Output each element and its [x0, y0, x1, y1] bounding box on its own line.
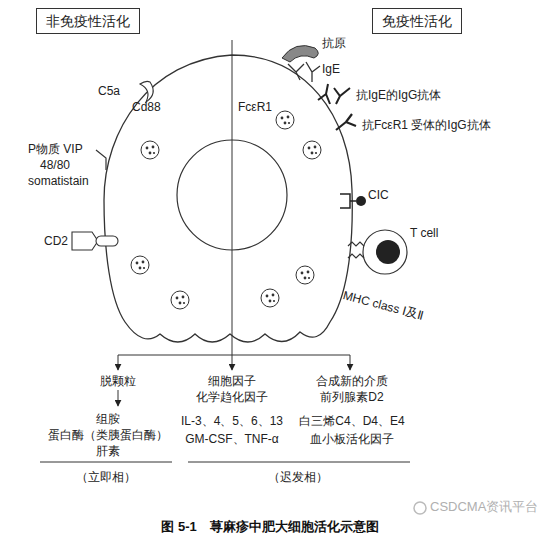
ige-receptor — [288, 62, 320, 82]
receptor-label: CD2 — [44, 234, 68, 248]
cd2-receptor — [96, 236, 118, 246]
mediator-label: 白三烯C4、D4、E4 — [299, 414, 404, 428]
stimulus-label: P物质 VIP — [28, 142, 83, 156]
category-box: 免疫性活化 — [372, 8, 462, 34]
cell-label: T cell — [410, 226, 438, 240]
t-cell — [363, 230, 407, 274]
mediator-label: GM-CSF、TNF-α — [185, 432, 279, 446]
output-arrow — [350, 355, 351, 370]
anti-fcer1-igg — [336, 114, 356, 130]
category-label: 非免疫性活化 — [46, 12, 130, 30]
process-label: 合成新的介质 — [316, 374, 388, 388]
stimulus-label: 48/80 — [40, 158, 70, 172]
category-box: 非免疫性活化 — [36, 8, 140, 34]
anti-ige-igg — [318, 84, 350, 104]
cic-complex — [356, 196, 366, 206]
degranulation-arrow — [118, 390, 119, 406]
watermark-icon — [414, 502, 426, 514]
figure-caption: 图 5-1 荨麻疹中肥大细胞活化示意图 — [161, 518, 378, 536]
receptor-label: MHC class Ⅰ及Ⅱ — [341, 288, 425, 323]
cic-symbol — [340, 194, 356, 208]
t-cell-nucleus — [376, 240, 400, 264]
process-label: 细胞因子 — [208, 374, 256, 388]
antibody-label: 抗FcεR1 受体的IgG抗体 — [362, 118, 491, 132]
mediator-label: IL-3、4、5、6、13 — [181, 414, 283, 428]
category-label: 免疫性活化 — [382, 12, 452, 30]
receptor-label: Cd88 — [132, 100, 161, 114]
phase-rule — [188, 462, 410, 463]
phase-label: （迟发相） — [268, 470, 328, 484]
mhc-contact — [348, 242, 364, 258]
granules — [131, 111, 321, 309]
antibody-label: 抗IgE的IgG抗体 — [356, 88, 441, 102]
output-arrow — [118, 355, 119, 370]
complex-label: CIC — [368, 188, 389, 202]
neuropeptide-receptor — [96, 150, 106, 170]
phase-rule — [40, 462, 172, 463]
mediator-label: 前列腺素D2 — [320, 390, 383, 404]
phase-label: （立即相） — [76, 470, 136, 484]
receptor-label: FcεR1 — [238, 100, 272, 114]
mediator-label: 蛋白酶（类胰蛋白酶） — [48, 428, 168, 442]
antigen-label: 抗原 — [322, 36, 346, 50]
watermark: CSDCMA资讯平台 — [430, 500, 538, 514]
antibody-label: IgE — [322, 62, 340, 76]
output-arrow — [232, 355, 233, 370]
antigen — [282, 46, 318, 62]
cd2-ligand — [72, 232, 98, 250]
process-label: 脱颗粒 — [100, 374, 136, 388]
mediator-label: 肝素 — [96, 444, 120, 458]
output-bar — [118, 355, 350, 356]
receptor-label: C5a — [98, 84, 120, 98]
process-label: 化学趋化因子 — [196, 390, 268, 404]
mediator-label: 组胺 — [96, 412, 120, 426]
mast-cell-membrane — [104, 55, 352, 342]
stimulus-label: somatistain — [28, 174, 89, 188]
mediator-label: 血小板活化因子 — [310, 432, 394, 446]
divider-line — [232, 40, 233, 355]
c5a-crescent — [140, 81, 153, 102]
